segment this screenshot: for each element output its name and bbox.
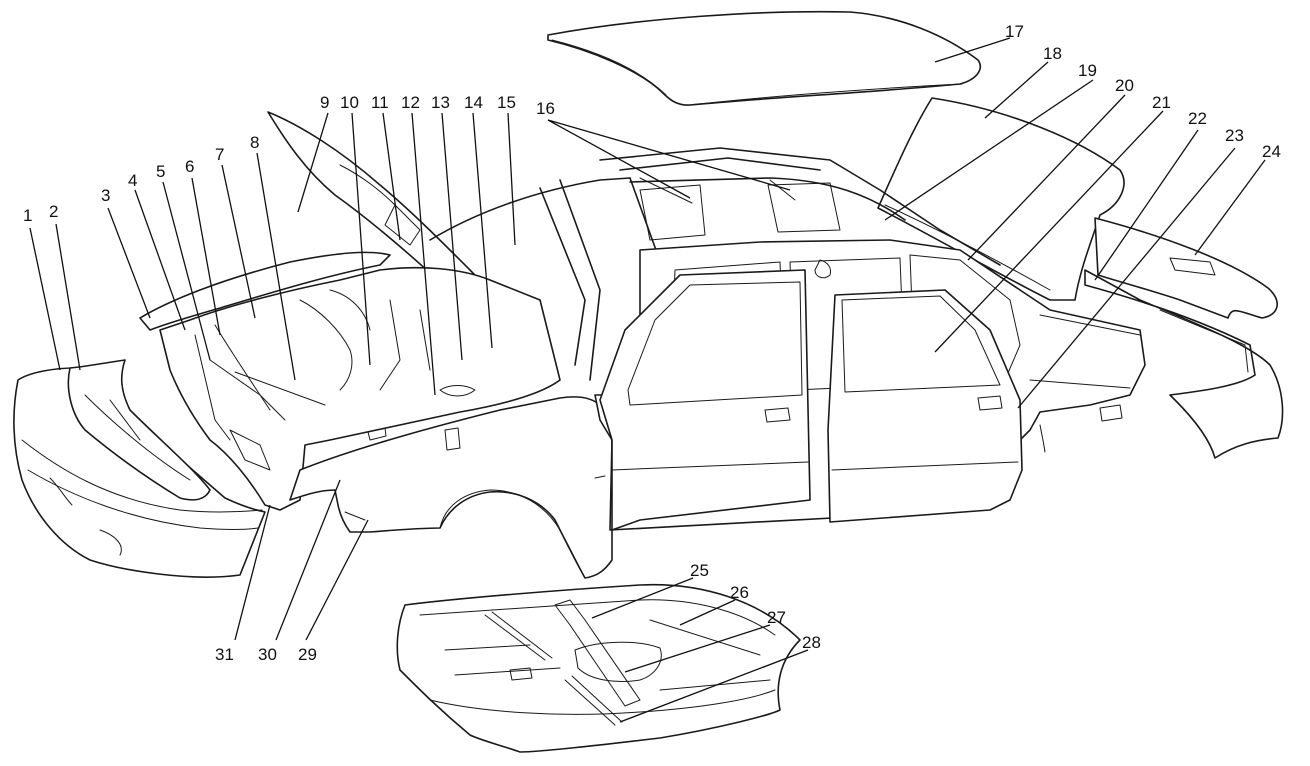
leader-lines bbox=[29, 37, 1266, 723]
callout-22: 22 bbox=[1188, 109, 1207, 128]
callout-2: 2 bbox=[49, 202, 58, 221]
callout-3: 3 bbox=[101, 186, 110, 205]
callout-23: 23 bbox=[1225, 126, 1244, 145]
callout-24: 24 bbox=[1262, 142, 1281, 161]
rear-bumper bbox=[1084, 217, 1284, 459]
callout-19: 19 bbox=[1078, 61, 1097, 80]
body-shell bbox=[159, 147, 1146, 579]
callout-7: 7 bbox=[215, 145, 224, 164]
callout-20: 20 bbox=[1115, 76, 1134, 95]
callout-28: 28 bbox=[802, 633, 821, 652]
bumper-beam bbox=[67, 359, 211, 501]
callout-10: 10 bbox=[340, 93, 359, 112]
callout-5: 5 bbox=[156, 162, 165, 181]
callout-9: 9 bbox=[320, 93, 329, 112]
callout-18: 18 bbox=[1043, 44, 1062, 63]
callout-16: 16 bbox=[536, 99, 555, 118]
callout-6: 6 bbox=[185, 157, 194, 176]
floor-pan bbox=[396, 583, 801, 753]
callout-25: 25 bbox=[690, 561, 709, 580]
callout-29: 29 bbox=[298, 645, 317, 664]
callout-11: 11 bbox=[371, 93, 389, 112]
callout-31: 31 bbox=[215, 645, 234, 664]
callout-4: 4 bbox=[128, 171, 137, 190]
callout-12: 12 bbox=[401, 93, 420, 112]
callout-27: 27 bbox=[767, 608, 786, 627]
callout-26: 26 bbox=[730, 583, 749, 602]
callout-1: 1 bbox=[23, 206, 32, 225]
callout-8: 8 bbox=[250, 133, 259, 152]
callout-15: 15 bbox=[497, 93, 516, 112]
callout-14: 14 bbox=[464, 93, 483, 112]
callout-labels: 1 2 3 4 5 6 7 8 9 10 11 12 13 14 15 16 1… bbox=[23, 22, 1281, 664]
callout-30: 30 bbox=[258, 645, 277, 664]
callout-21: 21 bbox=[1152, 93, 1171, 112]
roof-panel bbox=[547, 10, 982, 106]
callout-13: 13 bbox=[431, 93, 450, 112]
callout-17: 17 bbox=[1005, 22, 1024, 41]
